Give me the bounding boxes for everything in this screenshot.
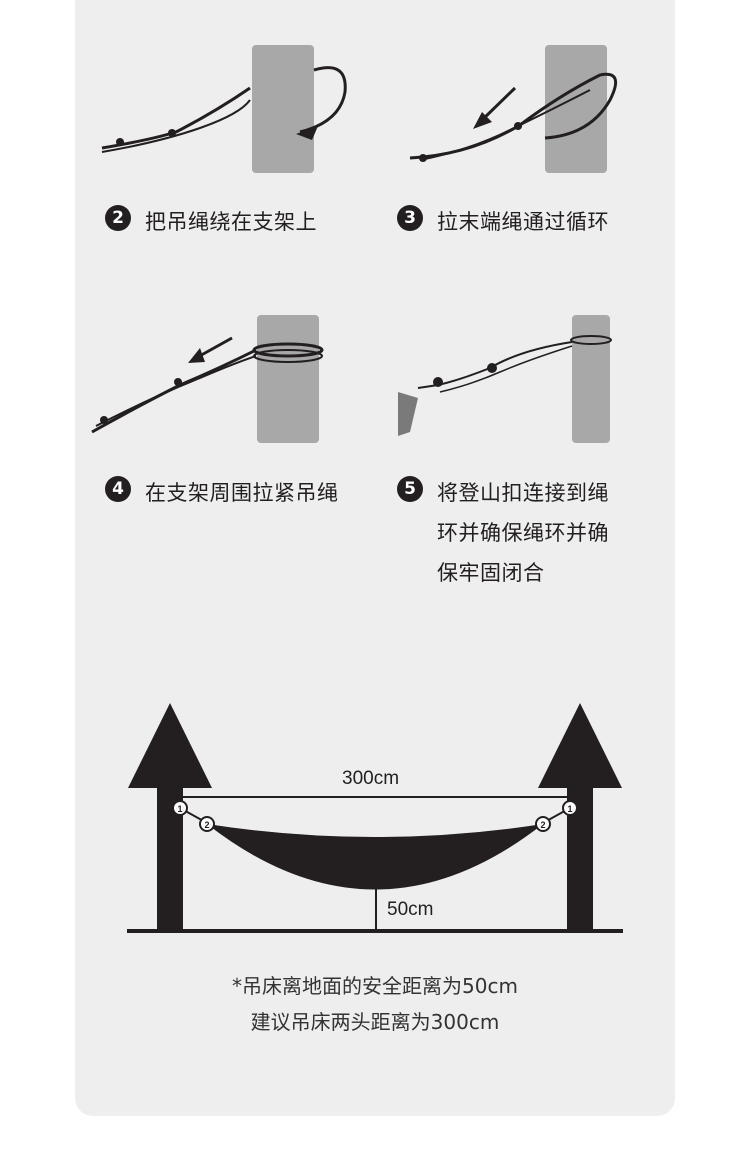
step-number: 2	[105, 205, 131, 231]
step-text: 拉末端绳通过循环	[437, 210, 609, 234]
step-text: 将登山扣连接到绳 环并确保绳环并确 保牢固闭合	[437, 481, 609, 585]
setup-diagram: 1 2 1 2	[127, 703, 623, 933]
height-label: 50cm	[387, 899, 434, 920]
width-label: 300cm	[342, 768, 400, 789]
safety-note: *吊床离地面的安全距离为50cm 建议吊床两头距离为300cm	[75, 968, 675, 1040]
note-line-1: *吊床离地面的安全距离为50cm	[232, 974, 518, 998]
step-number: 5	[397, 476, 423, 502]
marker-1-right-label: 1	[567, 804, 572, 814]
step-2: 2 把吊绳绕在支架上	[105, 202, 317, 242]
step-4: 4 在支架周围拉紧吊绳	[105, 473, 339, 513]
step2-illustration	[101, 45, 347, 173]
marker-2-left	[199, 816, 215, 832]
tree-left-top	[128, 703, 212, 788]
step-5: 5 将登山扣连接到绳 环并确保绳环并确 保牢固闭合	[397, 473, 609, 593]
ground-line	[127, 929, 623, 933]
post	[545, 45, 607, 173]
marker-2-right	[535, 816, 551, 832]
post	[257, 315, 319, 443]
step-number: 4	[105, 476, 131, 502]
step-text: 把吊绳绕在支架上	[145, 210, 317, 234]
post	[252, 45, 314, 173]
step-number: 3	[397, 205, 423, 231]
step3-illustration	[409, 45, 618, 173]
tree-right-top	[538, 703, 622, 788]
note-line-2: 建议吊床两头距离为300cm	[250, 1010, 500, 1034]
step-3: 3 拉末端绳通过循环	[397, 202, 609, 242]
marker-2-right-label: 2	[540, 820, 545, 830]
hammock-edge	[398, 392, 418, 436]
step5-illustration	[398, 315, 612, 443]
marker-1-left-label: 1	[177, 804, 182, 814]
step4-illustration	[91, 315, 324, 443]
post	[572, 315, 610, 443]
marker-2-left-label: 2	[204, 820, 209, 830]
hammock	[207, 824, 543, 890]
marker-1-left	[172, 800, 188, 816]
marker-1-right	[562, 800, 578, 816]
step-text: 在支架周围拉紧吊绳	[145, 481, 339, 505]
